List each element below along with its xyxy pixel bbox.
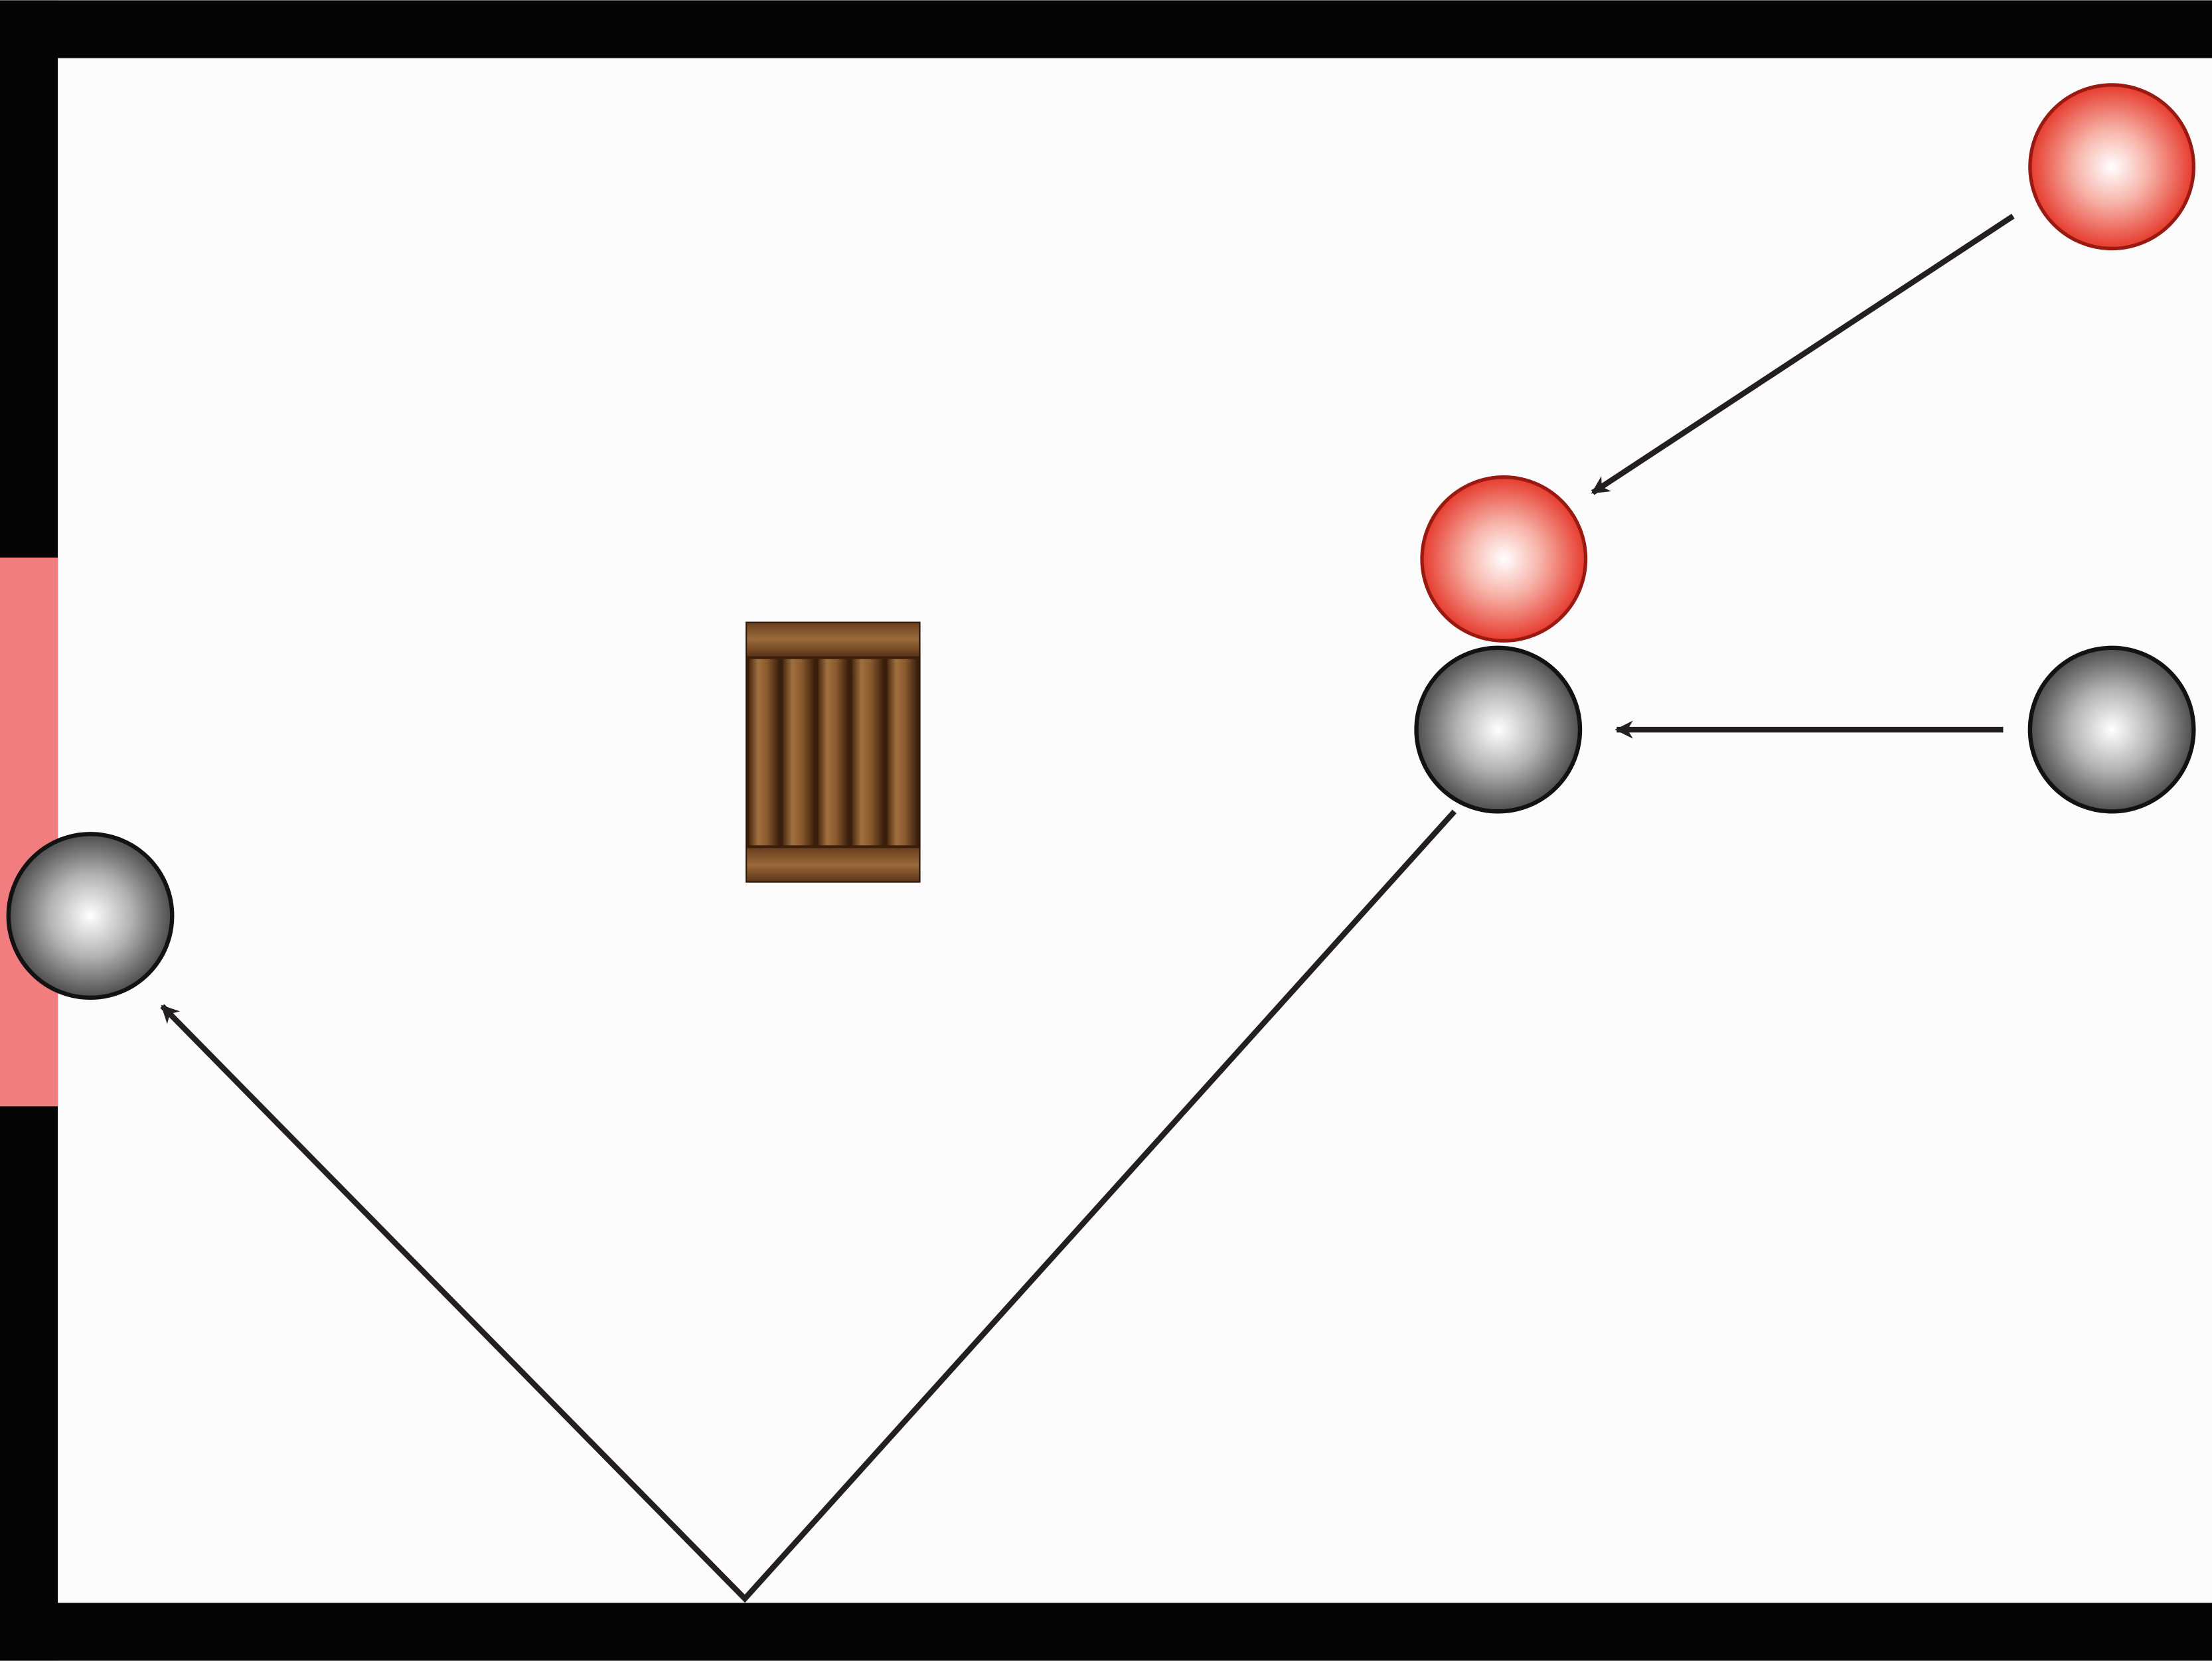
gray-ball-icon (2027, 645, 2196, 814)
top-wall (0, 0, 2212, 58)
red-ball-trajectory-arrow (1591, 214, 2015, 495)
bounce-trajectory-arrow (160, 809, 1457, 1603)
bottom-wall (0, 1603, 2212, 1661)
wooden-crate-icon (746, 621, 921, 883)
red-ball-icon (1420, 475, 1588, 643)
red-ball-icon (2028, 83, 2196, 251)
goal-zone (0, 557, 58, 1107)
gray-ball-icon (1414, 645, 1583, 814)
gray-ball-icon (6, 832, 175, 1000)
